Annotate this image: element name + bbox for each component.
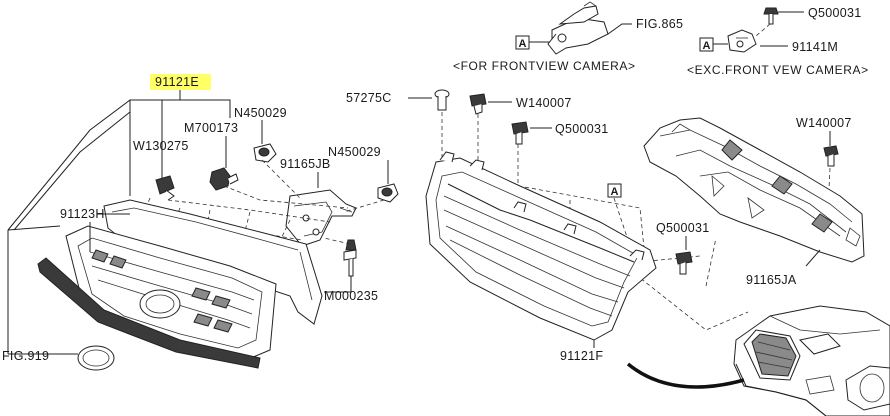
screw-icon	[675, 251, 693, 275]
label-91121e: 91121E	[155, 75, 199, 89]
lower-grille-trim	[37, 257, 261, 369]
label-w140007: W140007	[516, 96, 572, 110]
label-n450029: N450029	[328, 145, 381, 159]
label-m700173: M700173	[184, 121, 238, 135]
clip-icon	[155, 175, 175, 201]
screw-icon	[763, 7, 779, 25]
leader-line	[607, 23, 632, 35]
note-exc-front-view-camera: <EXC.FRONT VEW CAMERA>	[687, 63, 869, 77]
grommet-icon	[377, 183, 399, 203]
camera-bracket-icon	[547, 1, 609, 55]
inset-exc-front-view-camera: A Q500031 91141M <EXC.FRONT VEW CAMERA>	[687, 6, 869, 77]
pin-icon	[434, 89, 450, 111]
bracket-91165jb	[285, 189, 357, 247]
grille-frame-91121f	[425, 151, 657, 341]
label-91123h: 91123H	[60, 207, 105, 221]
front-grille-body	[65, 225, 277, 361]
reference-a-label: A	[519, 38, 527, 50]
label-fig-919: FIG.919	[2, 349, 49, 363]
reference-a-label: A	[703, 40, 711, 52]
label-q500031: Q500031	[555, 122, 609, 136]
label-n450029: N450029	[234, 106, 287, 120]
label-91165ja: 91165JA	[746, 273, 797, 287]
bracket-icon	[727, 29, 757, 53]
grommet-icon	[253, 143, 277, 163]
label-57275c: 57275C	[346, 91, 392, 105]
location-indicator-arc	[626, 362, 745, 389]
under-cover-91165ja	[643, 117, 865, 263]
reference-box-a	[607, 183, 622, 198]
label-91165jb: 91165JB	[280, 157, 331, 171]
vehicle-location-icon	[733, 305, 890, 416]
label-91141m: 91141M	[792, 40, 838, 54]
bolt-icon	[343, 239, 357, 277]
emblem-mount	[139, 289, 181, 319]
label-91121f: 91121F	[560, 349, 603, 363]
nut-icon	[209, 167, 239, 191]
label-fig-865: FIG.865	[636, 17, 683, 31]
inset-front-view-camera: A FIG.865 <FOR FRONTVIEW CAMERA>	[453, 1, 683, 73]
label-q500031: Q500031	[656, 221, 710, 235]
reference-a-label: A	[611, 186, 619, 198]
emblem-icon	[77, 345, 115, 371]
label-w130275: W130275	[133, 139, 189, 153]
note-for-frontview-camera: <FOR FRONTVIEW CAMERA>	[453, 59, 636, 73]
label-w140007: W140007	[796, 116, 852, 130]
clip-icon	[469, 93, 487, 115]
label-q500031: Q500031	[808, 6, 862, 20]
highlight-box	[150, 74, 211, 90]
clip-icon	[823, 145, 839, 167]
label-m000235: M000235	[324, 289, 378, 303]
screw-icon	[511, 121, 529, 145]
